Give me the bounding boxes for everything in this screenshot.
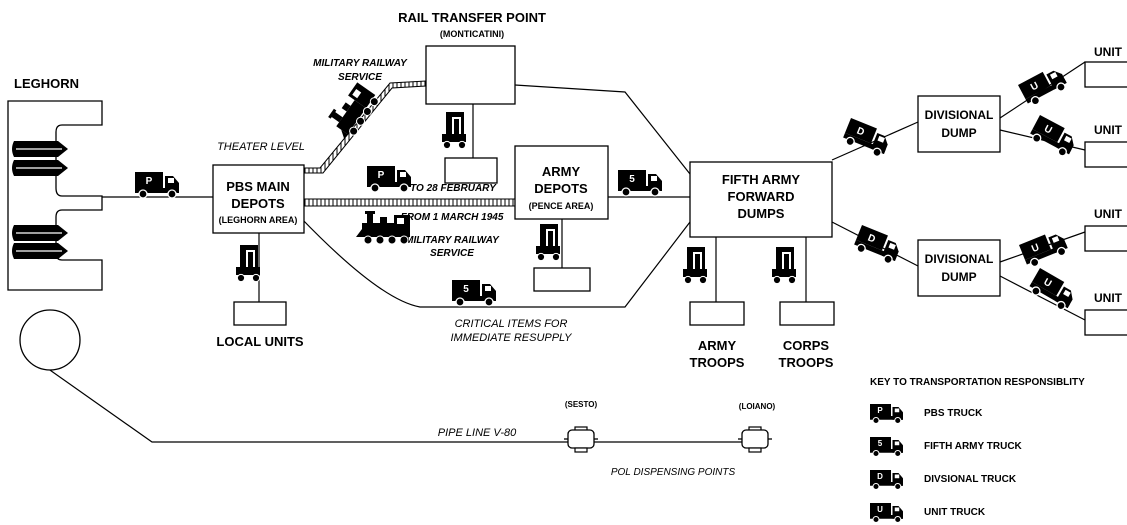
unit-label: UNIT	[1094, 123, 1123, 137]
unit-truck-front-icon	[772, 247, 796, 284]
unit-truck-icon: U	[1027, 268, 1078, 313]
legend-item-unit: U UNIT TRUCK	[870, 503, 986, 523]
pol-dispensing-label: POL DISPENSING POINTS	[611, 467, 736, 478]
pol-point-icon	[738, 427, 772, 452]
divisional-truck-icon: D	[852, 225, 903, 266]
corps-troops-label-1: CORPS	[783, 338, 830, 353]
military-railway-label: SERVICE	[338, 72, 382, 83]
unit-boxes: UNIT UNIT UNIT UNIT	[1085, 45, 1127, 335]
transfer-unit-box	[445, 158, 497, 183]
legend-label: PBS TRUCK	[924, 408, 983, 419]
pbs-title-2: DEPOTS	[231, 196, 285, 211]
army-depots: ARMY DEPOTS (PENCE AREA)	[515, 146, 608, 291]
legend-code: U	[877, 505, 883, 514]
military-railway-label: MILITARY RAILWAY	[405, 235, 500, 246]
rail-transfer-title: RAIL TRANSFER POINT	[398, 10, 546, 25]
local-units-label: LOCAL UNITS	[216, 334, 303, 349]
from-1-march-label: FROM 1 MARCH 1945	[401, 212, 504, 223]
sesto-label: (SESTO)	[565, 400, 598, 409]
legend-code: 5	[878, 439, 883, 448]
unit-truck-icon: U	[1028, 115, 1079, 159]
legend-item-pbs: P PBS TRUCK	[870, 404, 983, 424]
pbs-truck-icon: P	[367, 166, 411, 192]
legend-label: UNIT TRUCK	[924, 507, 986, 518]
unit-truck-front-icon	[236, 245, 260, 282]
legend-label: DIVSIONAL TRUCK	[924, 474, 1017, 485]
corps-troops-label-2: TROOPS	[779, 355, 834, 370]
legend-code: D	[877, 472, 883, 481]
truck-code: P	[146, 176, 153, 187]
army-depots-title-2: DEPOTS	[534, 181, 588, 196]
legend-code: P	[877, 406, 883, 415]
divisional-dump-title-2: DUMP	[941, 126, 976, 140]
unit-truck-front-icon	[536, 224, 560, 261]
fifth-army-forward-dumps: FIFTH ARMY FORWARD DUMPS	[690, 162, 832, 237]
fifth-army-title-1: FIFTH ARMY	[722, 172, 801, 187]
truck-code: P	[378, 170, 385, 181]
military-railway-label: MILITARY RAILWAY	[313, 58, 408, 69]
army-troops: ARMY TROOPS	[690, 302, 745, 370]
army-troops-label-2: TROOPS	[690, 355, 745, 370]
legend-label: FIFTH ARMY TRUCK	[924, 441, 1023, 452]
army-depots-unit-box	[534, 268, 590, 291]
unit-label: UNIT	[1094, 291, 1123, 305]
to-28-february-label: TO 28 FEBRUARY	[410, 183, 497, 194]
corps-troops: CORPS TROOPS	[779, 302, 834, 370]
unit-label: UNIT	[1094, 207, 1123, 221]
army-depots-subtitle: (PENCE AREA)	[529, 201, 594, 211]
unit-truck-icon: U	[1019, 229, 1070, 270]
fifth-army-truck-icon: 5	[618, 170, 662, 196]
legend-item-fifth-army: 5 FIFTH ARMY TRUCK	[870, 437, 1023, 457]
truck-code: 5	[629, 174, 635, 185]
unit-truck-front-icon	[442, 112, 466, 149]
military-railway-label: SERVICE	[430, 248, 474, 259]
fifth-army-truck-icon: 5	[452, 280, 496, 306]
army-depots-title-1: ARMY	[542, 164, 581, 179]
unit-truck-front-icon	[683, 247, 707, 284]
fifth-army-title-2: FORWARD	[728, 189, 795, 204]
theater-level-label: THEATER LEVEL	[217, 141, 305, 153]
local-units: LOCAL UNITS	[216, 302, 303, 349]
critical-items-label: CRITICAL ITEMS FOR	[455, 318, 568, 330]
pipeline-label: PIPE LINE V-80	[438, 427, 517, 439]
ship-icon	[12, 141, 68, 157]
legend-title: KEY TO TRANSPORTATION RESPONSIBLITY	[870, 377, 1085, 388]
unit-label: UNIT	[1094, 45, 1123, 59]
ship-icon	[12, 243, 68, 259]
pipeline-tank	[20, 310, 80, 370]
leghorn-label: LEGHORN	[14, 76, 79, 91]
pbs-subtitle: (LEGHORN AREA)	[219, 215, 298, 225]
locomotive-icon	[356, 211, 410, 244]
divisional-dump-title-1: DIVISIONAL	[925, 252, 994, 266]
divisional-dump-lower: DIVISIONAL DUMP	[918, 240, 1000, 296]
ship-icon	[12, 225, 68, 241]
critical-items-label: IMMEDIATE RESUPPLY	[450, 332, 572, 344]
divisional-dump-upper: DIVISIONAL DUMP	[918, 96, 1000, 152]
loiano-label: (LOIANO)	[739, 402, 776, 411]
pol-point-icon	[564, 427, 598, 452]
ship-icon	[12, 160, 68, 176]
rail-transfer-subtitle: (MONTICATINI)	[440, 29, 504, 39]
leghorn-port: LEGHORN	[8, 76, 102, 290]
army-troops-label-1: ARMY	[698, 338, 737, 353]
legend: KEY TO TRANSPORTATION RESPONSIBLITY P PB…	[870, 377, 1085, 523]
pbs-title-1: PBS MAIN	[226, 179, 290, 194]
divisional-dump-title-2: DUMP	[941, 270, 976, 284]
fifth-army-title-3: DUMPS	[738, 206, 785, 221]
legend-item-divisional: D DIVSIONAL TRUCK	[870, 470, 1017, 490]
truck-code: 5	[463, 284, 469, 295]
pbs-main-depots: THEATER LEVEL PBS MAIN DEPOTS (LEGHORN A…	[213, 141, 305, 233]
divisional-dump-title-1: DIVISIONAL	[925, 108, 994, 122]
pbs-truck-icon: P	[135, 172, 179, 198]
